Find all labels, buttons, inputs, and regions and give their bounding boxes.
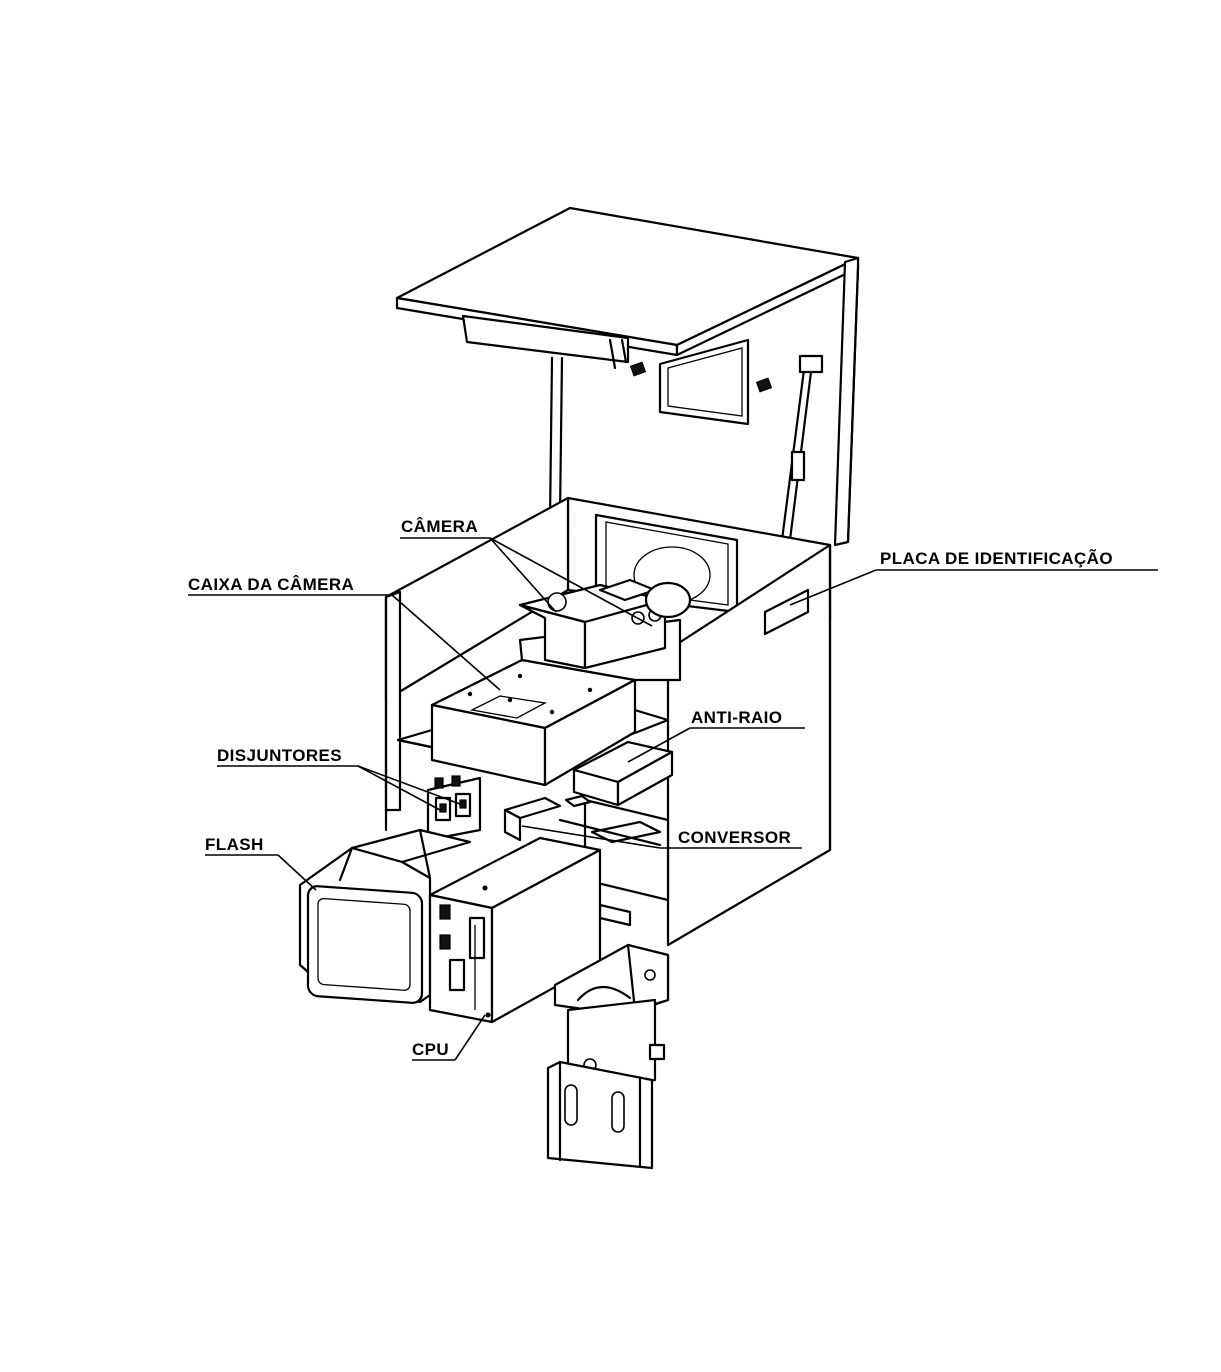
label-id-plate: PLACA DE IDENTIFICAÇÃO <box>880 548 1113 568</box>
label-flash: FLASH <box>205 835 264 854</box>
leader-lines <box>188 537 1158 1061</box>
mounting-bracket <box>546 943 670 1170</box>
breakers <box>426 775 482 842</box>
flash <box>298 828 472 1004</box>
label-anti-lightning: ANTI-RAIO <box>691 708 782 727</box>
label-converter: CONVERSOR <box>678 828 791 847</box>
label-cpu: CPU <box>412 1040 449 1059</box>
cpu <box>428 836 602 1024</box>
label-camera: CÂMERA <box>401 517 478 536</box>
label-breakers: DISJUNTORES <box>217 746 342 765</box>
label-camera-box: CAIXA DA CÂMERA <box>188 575 354 594</box>
id-plate-shape <box>763 588 810 636</box>
camera <box>518 578 692 670</box>
lid <box>395 206 860 547</box>
converter <box>503 796 662 847</box>
